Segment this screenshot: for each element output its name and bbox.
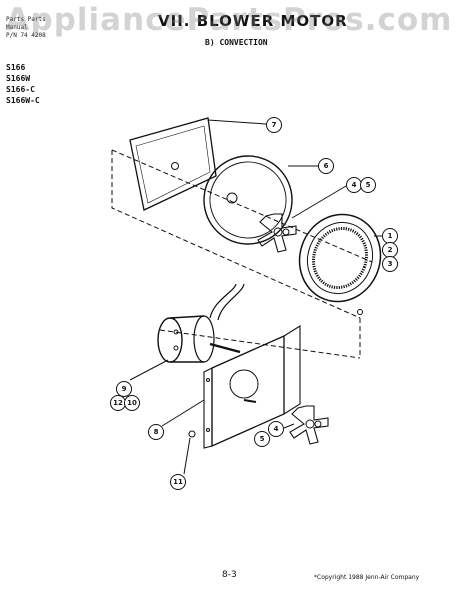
page-subtitle: B) CONVECTION xyxy=(205,38,268,47)
motor-bolt xyxy=(173,345,179,351)
assembly-line xyxy=(159,329,361,359)
bracket-hole xyxy=(206,378,210,382)
grille-cover-inner xyxy=(307,221,373,295)
mounting-bracket-hole xyxy=(229,369,259,399)
callout-6: 6 xyxy=(318,158,334,174)
back-plate-hole xyxy=(171,162,179,170)
callout-9: 9 xyxy=(116,381,132,397)
assembly-line xyxy=(111,149,373,263)
lower-fan-wheel xyxy=(289,405,329,445)
blower-housing-inner xyxy=(209,161,287,239)
model-list: S166 S166W S166-C S166W-C xyxy=(6,62,40,106)
manual-sub-label: Manual xyxy=(6,24,28,31)
callout-8: 8 xyxy=(148,424,164,440)
motor-bolt xyxy=(173,329,179,335)
mounting-bracket-flange xyxy=(283,325,301,415)
mounting-bracket-side xyxy=(203,367,213,449)
blower-motor-body xyxy=(169,315,205,363)
motor-shaft xyxy=(209,342,241,354)
grille-cover xyxy=(298,213,382,303)
bracket-hole xyxy=(206,428,210,432)
leader-line xyxy=(129,359,169,381)
upper-fan-wheel xyxy=(257,213,297,253)
back-plate xyxy=(129,117,217,211)
part-number-label: P/N 74 4208 xyxy=(6,32,46,39)
blower-motor-front xyxy=(193,315,215,363)
leader-line xyxy=(291,185,347,219)
grille-screw xyxy=(357,309,363,315)
assembly-line xyxy=(111,150,361,319)
callout-5: 5 xyxy=(360,177,376,193)
page-title: VII. BLOWER MOTOR xyxy=(158,12,348,30)
copyright-notice: *Copyright 1988 Jenn-Air Company xyxy=(314,574,420,581)
callout-4-lower: 4 xyxy=(268,421,284,437)
nut xyxy=(188,430,196,438)
motor-wire xyxy=(209,283,237,319)
bracket-bolt xyxy=(243,399,257,403)
callout-3: 3 xyxy=(382,256,398,272)
leader-line xyxy=(161,399,205,427)
callout-11: 11 xyxy=(170,474,186,490)
back-plate-edge xyxy=(135,125,211,204)
model-item: S166 xyxy=(6,63,26,72)
callout-7: 7 xyxy=(266,117,282,133)
leader-line xyxy=(207,119,267,125)
blower-motor-end xyxy=(157,317,183,363)
blower-housing-hole xyxy=(226,192,238,204)
blower-housing xyxy=(203,155,293,245)
watermark: AppliancePartsPros.com xyxy=(5,2,453,38)
leader-line xyxy=(183,437,191,475)
callout-5-lower: 5 xyxy=(254,431,270,447)
callout-10: 10 xyxy=(124,395,140,411)
manual-label: Parts Parts xyxy=(6,16,46,23)
model-item: S166W-C xyxy=(6,96,40,105)
model-item: S166W xyxy=(6,74,31,83)
page-number: 8-3 xyxy=(222,570,237,580)
motor-wire xyxy=(217,283,245,321)
model-item: S166-C xyxy=(6,85,35,94)
grille-mesh xyxy=(312,226,368,290)
leader-line xyxy=(283,423,295,429)
